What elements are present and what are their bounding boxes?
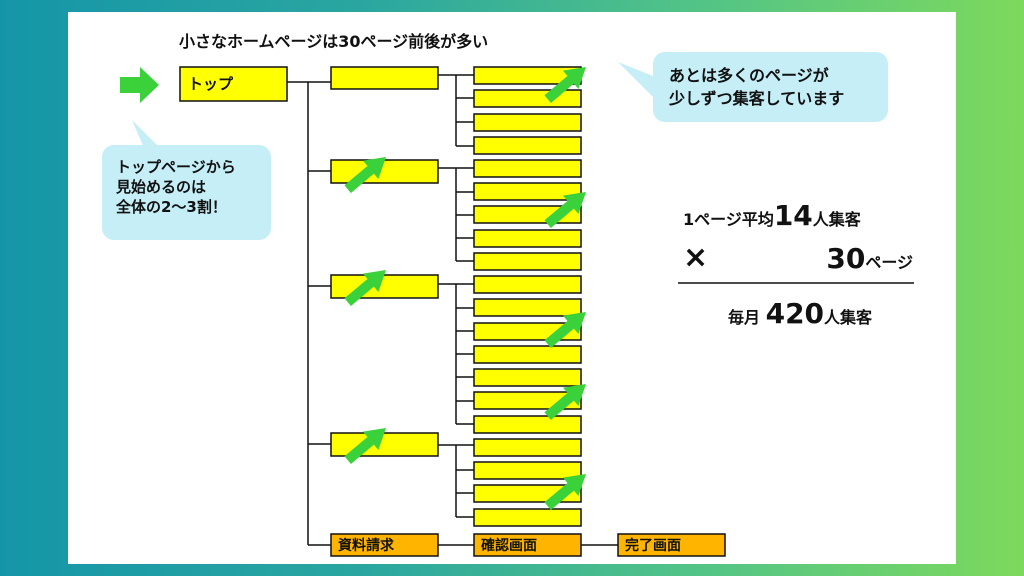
stat-pages-number: 30 xyxy=(826,242,866,275)
stat-per-page-suffix: 人集客 xyxy=(812,210,861,229)
category-box xyxy=(330,159,439,184)
flow-boxes xyxy=(330,533,726,557)
top-page-label: トップ xyxy=(188,75,234,93)
entry-arrow-icon xyxy=(120,67,159,103)
bubble-top-line: トップページから xyxy=(116,158,236,176)
stat-monthly-suffix: 人集客 xyxy=(824,308,873,327)
pointer-arrow-icon xyxy=(544,312,587,348)
page-box xyxy=(473,182,582,201)
page-box xyxy=(473,438,582,457)
flow-box-complete xyxy=(617,533,726,557)
page-box xyxy=(473,159,582,178)
sitemap-diagram: トップ xyxy=(120,62,914,557)
page-box xyxy=(473,229,582,248)
page-box xyxy=(473,415,582,434)
flow-label-request: 資料請求 xyxy=(338,537,395,554)
page-box xyxy=(473,252,582,271)
flow-label-complete: 完了画面 xyxy=(625,537,681,554)
stat-monthly-prefix: 毎月 xyxy=(728,308,761,327)
page-box xyxy=(473,345,582,364)
bubble-left-tail xyxy=(132,120,160,148)
page-box xyxy=(473,275,582,294)
stat-per-page-number: 14 xyxy=(773,199,813,232)
pointer-arrow-icon xyxy=(544,192,587,228)
category-box xyxy=(330,66,439,90)
bubble-top-line: 全体の2〜3割！ xyxy=(116,198,227,216)
pointer-arrow-icon xyxy=(344,157,386,193)
bubble-top-page: トップページから 見始めるのは 全体の2〜3割！ xyxy=(102,145,271,240)
page-box xyxy=(473,461,582,480)
flow-box-request xyxy=(330,533,439,557)
slide: トップ xyxy=(68,12,956,564)
pointer-arrows xyxy=(344,67,587,510)
bubble-top-line: 見始めるのは xyxy=(116,178,207,196)
top-page-box xyxy=(179,66,288,102)
bubble-right-line: あとは多くのページが xyxy=(669,66,829,85)
stat-monthly: 毎月 420人集客 xyxy=(728,297,872,330)
pointer-arrow-icon xyxy=(544,384,587,420)
category-box xyxy=(330,432,439,457)
category-boxes xyxy=(330,66,439,457)
pointer-arrow-icon xyxy=(544,67,587,103)
pointer-arrow-icon xyxy=(344,428,386,464)
bubble-other-pages: あとは多くのページが 少しずつ集客しています xyxy=(653,52,888,122)
pointer-arrow-icon xyxy=(544,474,587,510)
stat-pages-suffix: ページ xyxy=(865,253,913,272)
page-box xyxy=(473,298,582,317)
connector-lines xyxy=(287,74,618,546)
page-box xyxy=(473,89,582,108)
page-box xyxy=(473,113,582,132)
page-box xyxy=(473,136,582,155)
category-box xyxy=(330,274,439,299)
stat-per-page-prefix: 1ページ平均 xyxy=(683,210,774,229)
bubble-right-line: 少しずつ集客しています xyxy=(669,89,845,108)
page-box xyxy=(473,508,582,527)
stat-multiplier: × 30ページ xyxy=(683,240,913,275)
times-icon: × xyxy=(683,240,709,275)
pointer-arrow-icon xyxy=(344,270,386,306)
flow-box-confirm xyxy=(473,533,582,557)
page-boxes xyxy=(473,66,582,527)
stat-monthly-number: 420 xyxy=(765,297,825,330)
stat-per-page: 1ページ平均14人集客 xyxy=(683,199,861,232)
flow-label-confirm: 確認画面 xyxy=(481,537,537,554)
diagram-heading: 小さなホームページは30ページ前後が多い xyxy=(179,32,489,51)
page-box xyxy=(473,368,582,387)
